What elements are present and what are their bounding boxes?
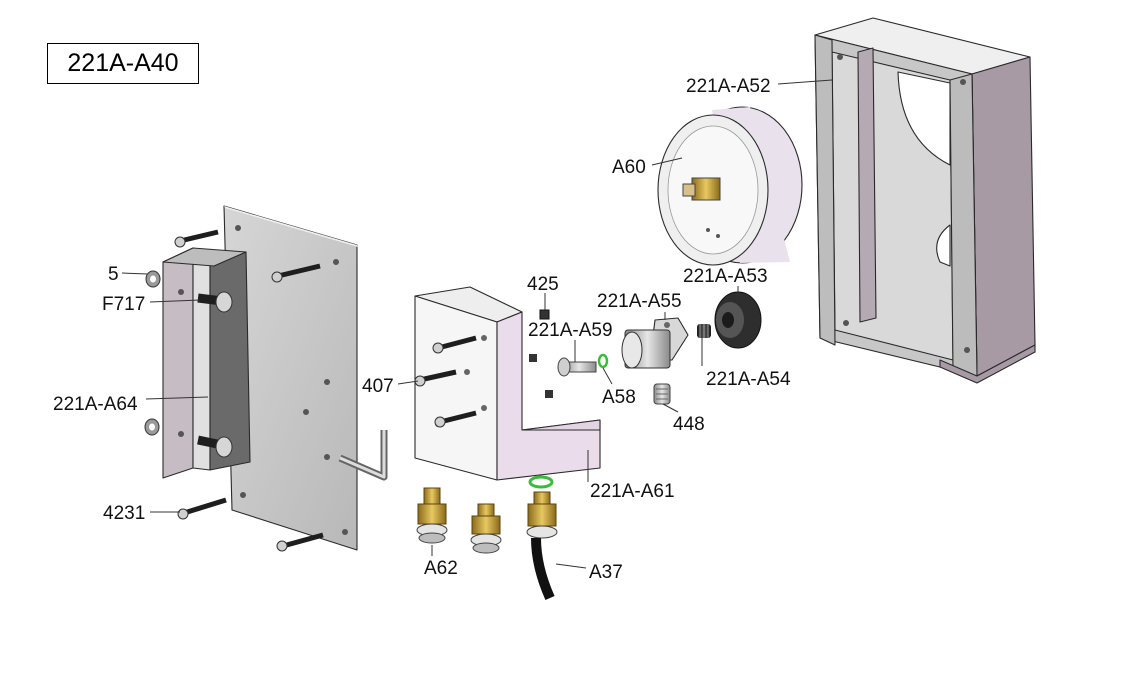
label-221a-a64: 221A-A64 <box>53 394 138 415</box>
l-bracket-a61 <box>414 286 601 481</box>
oring-a58 <box>597 353 609 369</box>
nut-small <box>529 354 537 362</box>
label-221a-a61: 221A-A61 <box>590 481 675 502</box>
label-221a-a55: 221A-A55 <box>597 291 682 312</box>
assembly-title: 221A-A40 <box>47 43 199 84</box>
nut-small-2 <box>545 390 553 398</box>
body-a55 <box>621 317 689 369</box>
label-4231: 4231 <box>103 503 145 524</box>
label-425: 425 <box>527 274 559 295</box>
fitting-a62-1 <box>416 487 448 544</box>
fitting-a37 <box>526 491 558 601</box>
cap-screws-f717 <box>197 291 233 458</box>
label-a62: A62 <box>424 558 458 579</box>
label-448: 448 <box>673 414 705 435</box>
gauge-a60 <box>657 106 803 266</box>
screws-407 <box>414 335 477 428</box>
label-5: 5 <box>108 264 119 285</box>
label-221a-a52: 221A-A52 <box>686 76 771 97</box>
pin-a59 <box>557 357 597 377</box>
fitting-a62-2 <box>470 503 502 554</box>
plate-screws <box>174 229 324 552</box>
label-a58: A58 <box>602 387 636 408</box>
label-407: 407 <box>362 376 394 397</box>
washers-5 <box>144 270 161 436</box>
oring-a37-top <box>528 475 554 489</box>
label-a60: A60 <box>612 157 646 178</box>
label-221a-a53: 221A-A53 <box>683 266 768 287</box>
leader-lines <box>121 79 833 569</box>
label-f717: F717 <box>102 294 145 315</box>
set-screw-448 <box>653 383 671 405</box>
label-a37: A37 <box>589 562 623 583</box>
label-221a-a54: 221A-A54 <box>706 369 791 390</box>
spring-a54 <box>697 324 711 338</box>
enclosure-box-a52 <box>814 17 1036 384</box>
nut-425 <box>539 309 550 320</box>
label-221a-a59: 221A-A59 <box>528 320 613 341</box>
hex-key <box>338 430 388 481</box>
knob-a53 <box>714 291 762 349</box>
